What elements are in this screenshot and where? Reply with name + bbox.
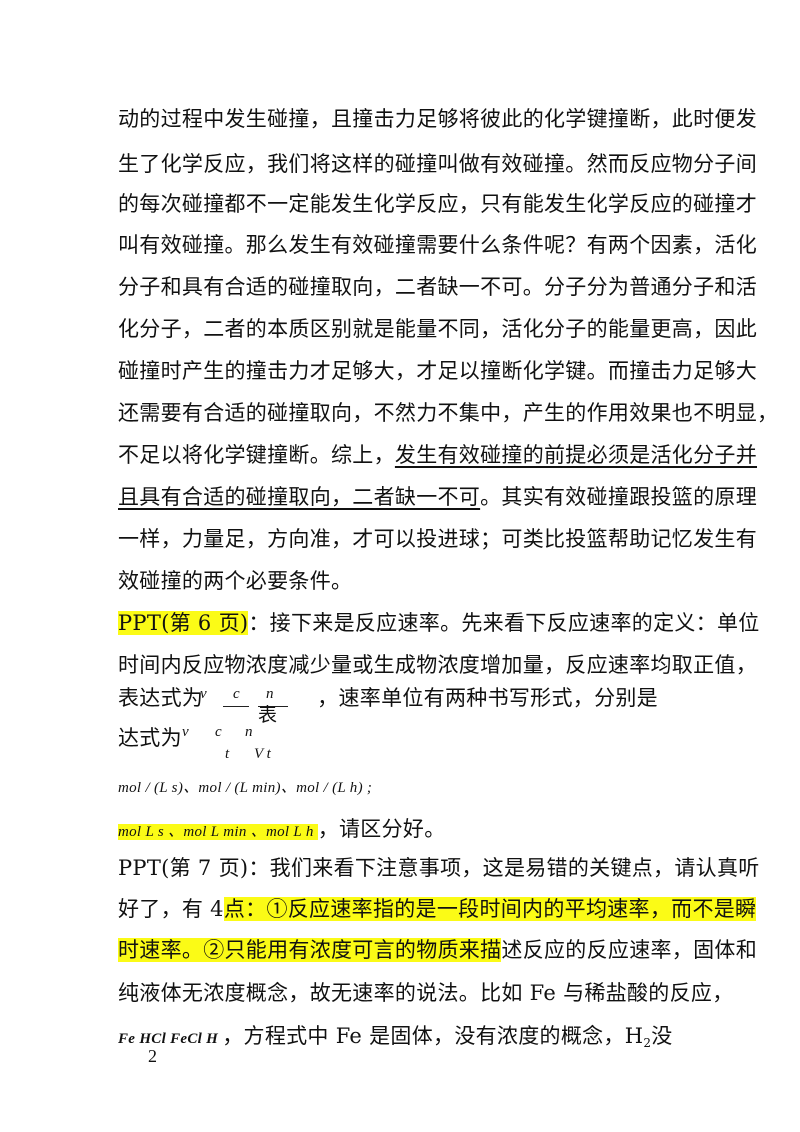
paragraph-line: 动的过程中发生碰撞，且撞击力足够将彼此的化学键撞断，此时便发 [118,107,757,131]
paragraph-line: 不足以将化学键撞断。综上，发生有效碰撞的前提必须是活化分子并 [118,439,757,469]
paragraph-line: 时间内反应物浓度减少量或生成物浓度增加量，反应速率均取正值， [118,653,757,677]
paragraph-line: 表达式为 ，速率单位有两种书写形式，分别是 [118,682,658,712]
plain-text: ，方程式中 Fe 是固体，没有浓度的概念，H [222,1024,644,1048]
subscript: 2 [643,1036,652,1050]
plain-text: 表达式为 [118,686,204,710]
paragraph-line: PPT(第 7 页)：我们来看下注意事项，这是易错的关键点，请认真听 [118,856,760,880]
paragraph-line: 效碰撞的两个必要条件。 [118,569,353,593]
page-number: 2 [148,1046,157,1066]
formula-v: v [182,724,189,740]
paragraph-line: 碰撞时产生的撞击力才足够大，才足以撞断化学键。而撞击力足够大 [118,359,757,383]
chemical-equation: Fe HCl FeCl H [118,1031,223,1047]
highlighted-text: 点：①反应速率指的是一段时间内的平均速率，而不是瞬 [223,897,757,921]
plain-text: 表 [258,704,278,726]
fraction-bar [223,706,249,707]
underlined-text: 且具有合适的碰撞取向，二者缺一不可 [118,485,481,509]
formula-v: v [200,686,207,702]
formula-dc: c [233,686,240,702]
paragraph-line: 达式为 [118,726,182,750]
paragraph-line: 的每次碰撞都不一定能发生化学反应，只有能发生化学反应的碰撞才 [118,192,757,216]
paragraph-line: 叫有效碰撞。那么发生有效碰撞需要什么条件呢？有两个因素，活化 [118,233,757,257]
units-line: mol / (L s)、mol / (L min)、mol / (L h) ; [118,780,373,796]
paragraph-line: PPT(第 6 页)：接下来是反应速率。先来看下反应速率的定义：单位 [118,607,760,637]
underlined-text: 发生有效碰撞的前提必须是活化分子并 [394,443,758,467]
formula-vdt: V t [254,746,271,762]
plain-text: 没 [651,1024,673,1048]
fraction-bar [258,706,288,707]
formula-n: n [245,724,253,740]
paragraph-line: 生了化学反应，我们将这样的碰撞叫做有效碰撞。然而反应物分子间 [118,152,757,176]
paragraph-line: 时速率。②只能用有浓度可言的物质来描述反应的反应速率，固体和 [118,934,757,964]
paragraph-line: Fe HCl FeCl H ，方程式中 Fe 是固体，没有浓度的概念，H2没 [118,1020,673,1050]
paragraph-line: 还需要有合适的碰撞取向，不然力不集中，产生的作用效果也不明显， [118,401,779,425]
plain-text: 。其实有效碰撞跟投篮的原理 [480,485,758,509]
formula-dt: t [225,746,230,762]
highlighted-text: 时速率。②只能用有浓度可言的物质来描 [118,938,502,962]
paragraph-line: 纯液体无浓度概念，故无速率的说法。比如 Fe 与稀盐酸的反应， [118,981,734,1005]
paragraph-line: 一样，力量足，方向准，才可以投进球；可类比投篮帮助记忆发生有 [118,527,757,551]
plain-text: ，请区分好。 [317,817,446,841]
plain-text: 好了，有 4 [118,897,224,921]
plain-text: ：接下来是反应速率。先来看下反应速率的定义：单位 [248,611,760,635]
paragraph-line: mol L s 、mol L min 、mol L h ，请区分好。 [118,813,446,843]
paragraph-line: 分子和具有合适的碰撞取向，二者缺一不可。分子分为普通分子和活 [118,275,757,299]
formula-n: n [266,686,274,702]
paragraph-line: 好了，有 4点：①反应速率指的是一段时间内的平均速率，而不是瞬 [118,893,757,923]
plain-text: 不足以将化学键撞断。综上， [118,443,395,467]
plain-text: ，速率单位有两种书写形式，分别是 [317,686,658,710]
ppt-page-tag: PPT(第 6 页) [118,611,249,635]
paragraph-line: 且具有合适的碰撞取向，二者缺一不可。其实有效碰撞跟投篮的原理 [118,481,757,511]
plain-text: 述反应的反应速率，固体和 [501,938,758,962]
formula-dc: c [215,724,222,740]
paragraph-line: 化分子，二者的本质区别就是能量不同，活化分子的能量更高，因此 [118,317,757,341]
units-highlight: mol L s 、mol L min 、mol L h [118,824,318,840]
